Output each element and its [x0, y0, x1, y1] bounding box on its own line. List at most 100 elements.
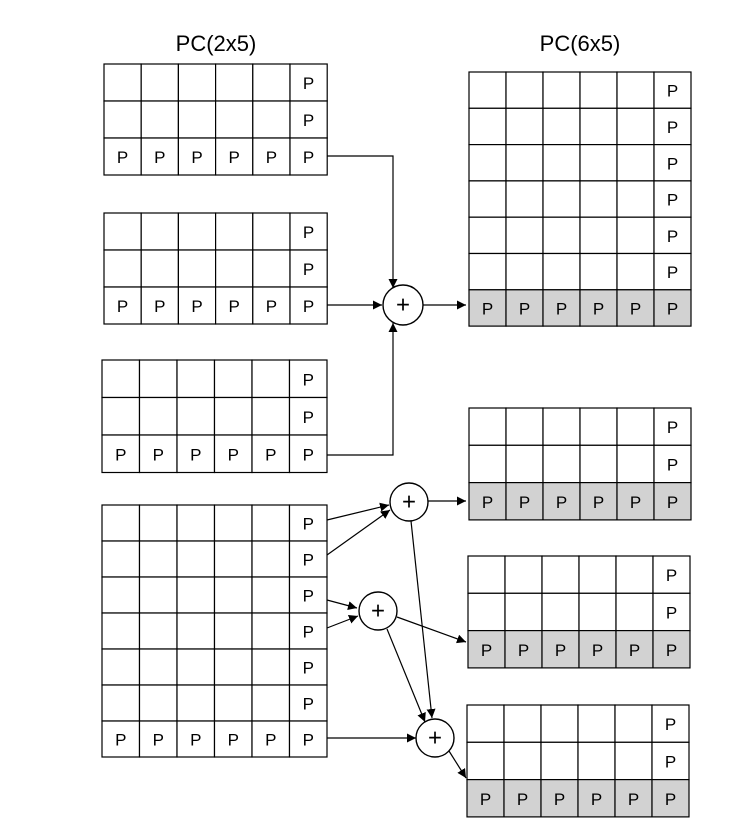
- grid-cell: [289, 63, 328, 102]
- grid-cell: [176, 684, 216, 722]
- grid-cell: [251, 504, 291, 542]
- cell-mark-p: P: [629, 641, 640, 660]
- grid-cell: [579, 407, 618, 446]
- grid-cell: [651, 704, 690, 743]
- adder-1-circle: [382, 284, 424, 326]
- grid-cell: [579, 252, 618, 291]
- plus-icon: +: [402, 489, 416, 516]
- grid-cell: [213, 359, 253, 399]
- cell-mark-p: P: [666, 566, 677, 585]
- cell-mark-p: P: [303, 111, 314, 130]
- connector-grid3-to-adder1: [327, 323, 398, 456]
- grid-cell: [578, 592, 617, 632]
- adder-4-circle: [415, 718, 455, 758]
- cell-mark-p: P: [303, 551, 314, 570]
- cell-mark-p: P: [667, 82, 678, 101]
- grid-cell: [251, 540, 291, 578]
- grid-cell: [138, 504, 178, 542]
- grid-cell: [288, 359, 328, 399]
- grid-cell: [103, 286, 142, 325]
- grid-cell: [176, 359, 216, 399]
- grid-cell: [213, 434, 253, 474]
- grid-cell: [542, 289, 581, 327]
- grid-cell: [138, 684, 178, 722]
- cell-mark-p: P: [665, 752, 676, 771]
- grid-cell: [213, 720, 253, 758]
- connector-lines: [326, 155, 467, 779]
- grid-cell: [468, 107, 507, 146]
- cell-mark-p: P: [630, 299, 641, 318]
- grid-cell: [101, 359, 141, 399]
- grid-cell: [614, 778, 653, 818]
- grid-cell: [651, 741, 690, 781]
- cell-mark-p: P: [154, 297, 165, 316]
- cell-mark-p: P: [667, 299, 678, 318]
- grid-cell: [614, 704, 653, 743]
- cell-mark-p: P: [266, 148, 277, 167]
- grid-cell: [579, 216, 618, 255]
- grid-cell: [615, 592, 654, 632]
- grid-cell: [252, 286, 291, 325]
- cell-mark-p: P: [303, 587, 314, 606]
- grid-cell: [468, 482, 507, 521]
- grid-cell: [616, 107, 655, 146]
- cell-mark-p: P: [667, 227, 678, 246]
- grid-cell: [579, 444, 618, 484]
- grid-cell: [176, 648, 216, 686]
- grid-cell: [504, 629, 543, 669]
- grid-cell: [616, 289, 655, 327]
- grid-cell: [468, 216, 507, 255]
- grid-cell: [653, 444, 692, 484]
- adder-1: +: [382, 284, 424, 326]
- grid-cell: [177, 249, 217, 288]
- grid-cell: [215, 249, 254, 288]
- grid-cell: [288, 684, 328, 722]
- grid-cell: [213, 684, 253, 722]
- grid-cell: [252, 100, 291, 139]
- grid-cell: [616, 144, 655, 182]
- cell-mark-p: P: [667, 118, 678, 137]
- grid-cell: [140, 249, 179, 288]
- cell-mark-p: P: [303, 223, 314, 242]
- grid-cell: [140, 100, 179, 139]
- grid-cell: [653, 144, 692, 182]
- connector-adder2-to-adder4: [410, 520, 436, 719]
- grid-cell: [577, 741, 616, 781]
- cell-mark-p: P: [229, 148, 240, 167]
- grid-cell: [138, 576, 178, 614]
- grid-cell: [542, 71, 581, 109]
- grid-cell: [215, 100, 254, 139]
- grid-cell: [288, 396, 328, 436]
- grid-cell: [289, 249, 328, 288]
- cell-mark-p: P: [303, 74, 314, 93]
- grid-cell: [177, 63, 217, 102]
- adder-3: +: [358, 591, 398, 631]
- cell-mark-p: P: [667, 418, 678, 437]
- adder-3-circle: [358, 591, 398, 631]
- grid-cell: [288, 720, 328, 758]
- grid-cell: [542, 407, 581, 446]
- grid-cell: [215, 63, 254, 102]
- grid-cell: [103, 212, 142, 251]
- cell-mark-p: P: [665, 715, 676, 734]
- cell-mark-p: P: [303, 659, 314, 678]
- grid-cell: [505, 71, 544, 109]
- cell-mark-p: P: [303, 515, 314, 534]
- grid-cell: [652, 629, 691, 669]
- grid-cell: [578, 555, 617, 594]
- connector-grid4-row2-to-adder2: [326, 509, 391, 556]
- cell-mark-p: P: [628, 790, 639, 809]
- grid-cell: [138, 434, 178, 474]
- cell-mark-p: P: [667, 263, 678, 282]
- grid-cell: [101, 396, 141, 436]
- cell-mark-p: P: [555, 641, 566, 660]
- grid-cell: [288, 612, 328, 650]
- grid-cell: [541, 592, 580, 632]
- grid-cell: [468, 71, 507, 109]
- grid-cell: [177, 212, 217, 251]
- cell-mark-p: P: [303, 623, 314, 642]
- grid-cell: [505, 180, 544, 218]
